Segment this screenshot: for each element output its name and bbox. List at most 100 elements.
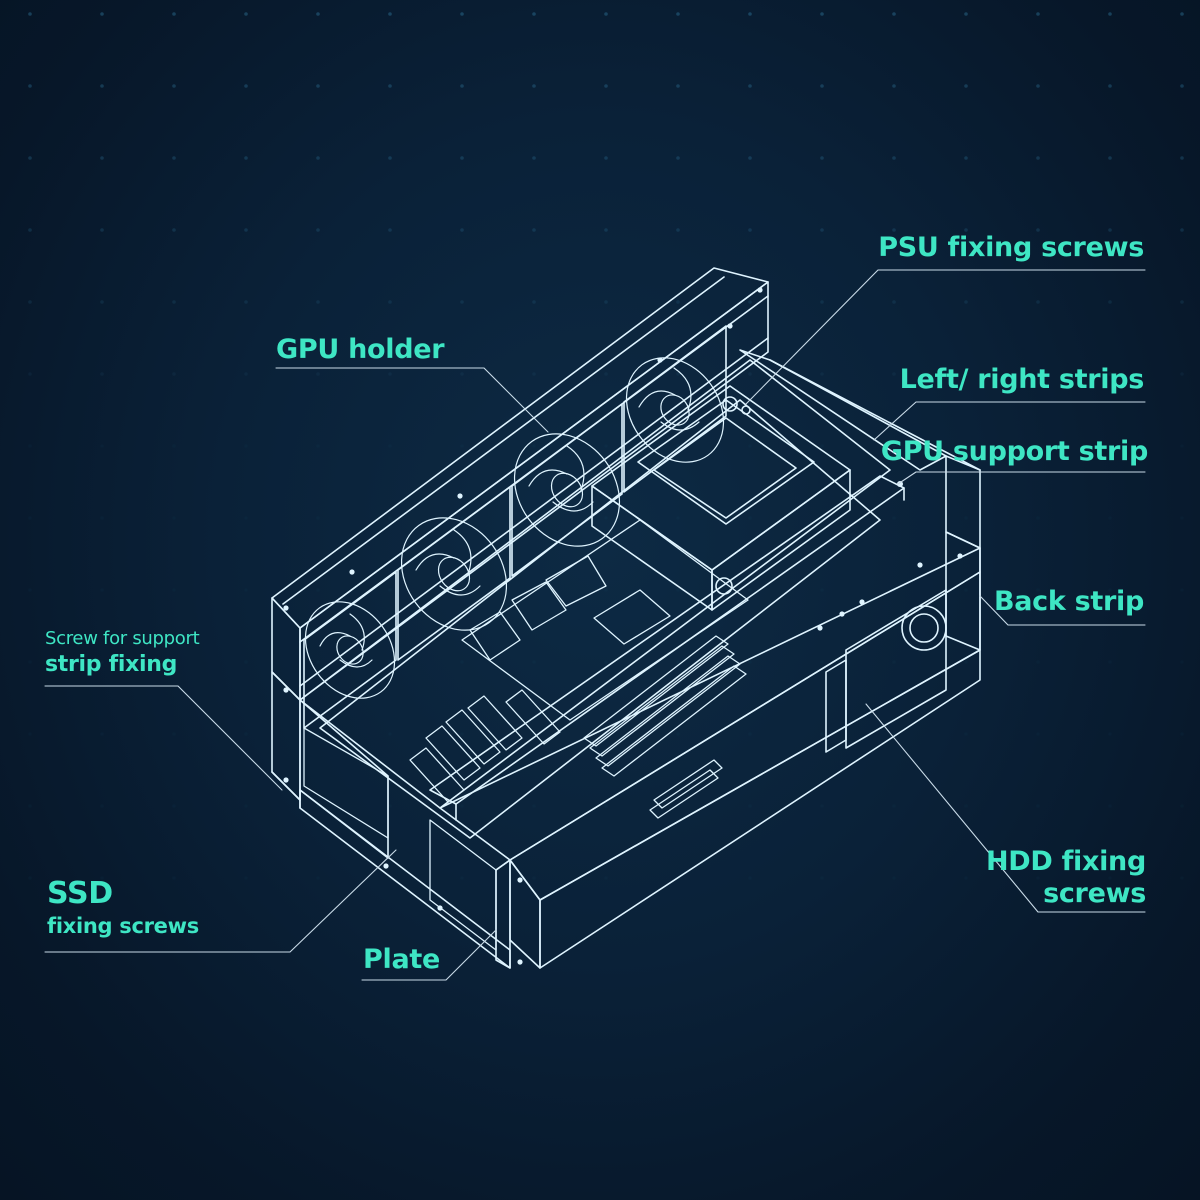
background-dot	[28, 300, 32, 304]
background-dot	[676, 84, 680, 88]
background-dot	[244, 300, 248, 304]
background-dot	[388, 444, 392, 448]
leader-plate	[361, 929, 497, 981]
background-dot	[532, 372, 536, 376]
background-dot	[964, 732, 968, 736]
label-plate: Plate	[363, 944, 440, 975]
background-dot	[1036, 84, 1040, 88]
background-dot	[1180, 732, 1184, 736]
background-dot	[604, 660, 608, 664]
background-dot	[172, 84, 176, 88]
background-dot	[532, 300, 536, 304]
background-dot	[892, 228, 896, 232]
background-dot	[388, 804, 392, 808]
background-dot	[28, 228, 32, 232]
background-dot	[1036, 516, 1040, 520]
background-dot	[748, 660, 752, 664]
background-dot	[892, 12, 896, 16]
background-dot	[748, 84, 752, 88]
background-dot	[820, 228, 824, 232]
background-dot	[532, 156, 536, 160]
background-dot	[172, 732, 176, 736]
background-dot	[316, 660, 320, 664]
background-dot	[1036, 804, 1040, 808]
background-dot	[964, 588, 968, 592]
background-dot	[892, 84, 896, 88]
background-dot	[460, 156, 464, 160]
background-dot	[604, 84, 608, 88]
background-dot	[460, 228, 464, 232]
background-dot	[892, 516, 896, 520]
background-dot	[460, 372, 464, 376]
background-dot	[604, 156, 608, 160]
label-screw-support-line1: Screw for support	[45, 628, 200, 649]
background-dot	[316, 300, 320, 304]
fan-blades	[304, 357, 725, 699]
background-dot	[1180, 804, 1184, 808]
background-dot	[820, 660, 824, 664]
background-dot	[244, 588, 248, 592]
background-dot	[1036, 300, 1040, 304]
background-dot	[604, 588, 608, 592]
background-dot	[964, 228, 968, 232]
background-dot	[1180, 660, 1184, 664]
background-dot	[820, 732, 824, 736]
background-dot	[676, 588, 680, 592]
background-dot	[532, 804, 536, 808]
background-dot	[676, 660, 680, 664]
background-dot	[532, 444, 536, 448]
background-dot	[388, 588, 392, 592]
background-dot	[892, 876, 896, 880]
background-dot	[892, 804, 896, 808]
background-dot	[748, 156, 752, 160]
background-dot	[820, 876, 824, 880]
background-dot	[316, 84, 320, 88]
background-dot	[1036, 876, 1040, 880]
background-dot	[244, 804, 248, 808]
background-dot	[388, 84, 392, 88]
background-dot	[1108, 516, 1112, 520]
background-dot	[820, 156, 824, 160]
background-dot	[1036, 588, 1040, 592]
background-dot	[100, 516, 104, 520]
background-dot	[172, 12, 176, 16]
background-dot	[388, 300, 392, 304]
background-dot	[172, 876, 176, 880]
background-dot	[316, 12, 320, 16]
background-dot	[244, 12, 248, 16]
background-dot	[532, 660, 536, 664]
chassis-frame	[271, 349, 981, 969]
background-dot	[604, 228, 608, 232]
background-dot	[964, 12, 968, 16]
background-dot	[964, 516, 968, 520]
background-dot	[604, 300, 608, 304]
background-dot	[100, 372, 104, 376]
leader-left-right	[873, 401, 1146, 441]
background-dot	[316, 444, 320, 448]
background-dot	[172, 804, 176, 808]
background-dot	[820, 444, 824, 448]
background-dot	[388, 372, 392, 376]
background-dot	[100, 588, 104, 592]
background-dot	[316, 516, 320, 520]
leader-screw-support	[44, 685, 283, 791]
background-dot	[172, 300, 176, 304]
background-dot	[1108, 12, 1112, 16]
background-dot	[460, 516, 464, 520]
label-gpu-holder: GPU holder	[276, 334, 445, 365]
background-dot	[100, 300, 104, 304]
background-dot	[1036, 12, 1040, 16]
leader-psu	[745, 269, 1146, 405]
background-dot	[748, 300, 752, 304]
background-dot	[748, 516, 752, 520]
background-dot	[460, 300, 464, 304]
background-dot	[460, 84, 464, 88]
background-dot	[748, 12, 752, 16]
background-dot	[1180, 300, 1184, 304]
background-dot	[604, 876, 608, 880]
background-dot	[748, 804, 752, 808]
background-dot	[892, 444, 896, 448]
background-dot	[1108, 660, 1112, 664]
background-dot	[676, 732, 680, 736]
